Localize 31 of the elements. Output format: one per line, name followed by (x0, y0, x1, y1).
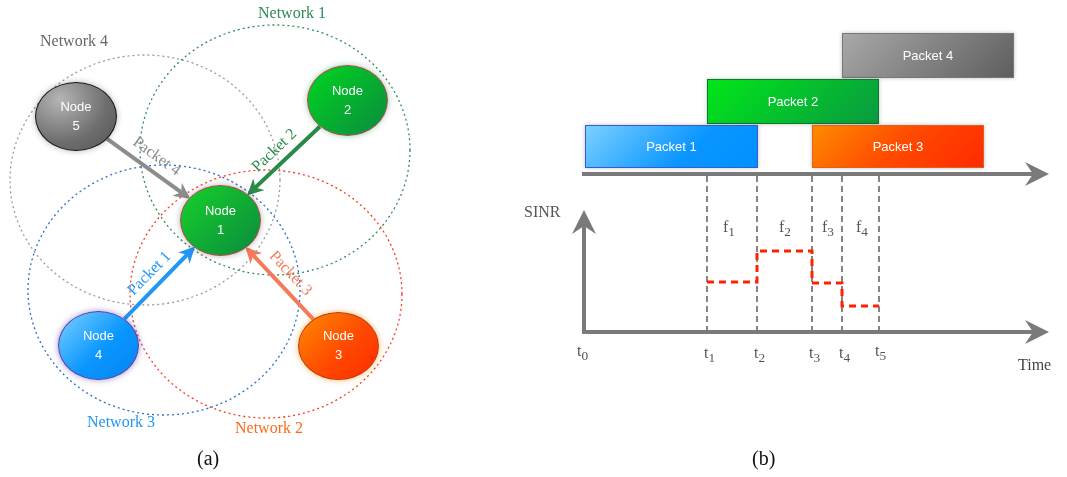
text-label: Time (1018, 356, 1052, 374)
text-label: f$_{2}$ (779, 218, 791, 241)
text-label: t$_{4}$ (839, 344, 851, 367)
text-label: Network 3 (87, 413, 155, 431)
text-label: Network 4 (40, 32, 108, 50)
arrow (245, 247, 315, 321)
arrow (247, 125, 322, 196)
packet-bar: Packet 1 (585, 125, 758, 168)
node-ellipse: Node 4 (58, 311, 139, 380)
text-label: f$_{3}$ (822, 218, 834, 241)
text-label: t$_{0}$ (577, 342, 589, 365)
text-label: t$_{2}$ (754, 344, 766, 367)
text-label: Network 2 (235, 419, 303, 437)
packet-bar: Packet 3 (812, 125, 984, 168)
text-label: Network 1 (258, 4, 326, 22)
text-label: (b) (752, 447, 776, 470)
text-label: (a) (197, 447, 220, 470)
text-label: f$_{4}$ (856, 218, 868, 241)
text-label: SINR (524, 203, 561, 221)
packet-bar: Packet 2 (707, 79, 879, 124)
text-label: t$_{5}$ (875, 342, 887, 365)
node-ellipse: Node 1 (180, 185, 261, 256)
node-ellipse: Node 2 (307, 65, 388, 136)
text-label: t$_{1}$ (704, 344, 716, 367)
packet-bar: Packet 4 (842, 33, 1014, 78)
node-ellipse: Node 3 (298, 312, 379, 380)
arrow (122, 246, 195, 321)
text-label: t$_{3}$ (809, 344, 821, 367)
arrow (106, 137, 191, 199)
node-ellipse: Node 5 (35, 82, 117, 151)
text-label: f$_{1}$ (723, 218, 735, 241)
